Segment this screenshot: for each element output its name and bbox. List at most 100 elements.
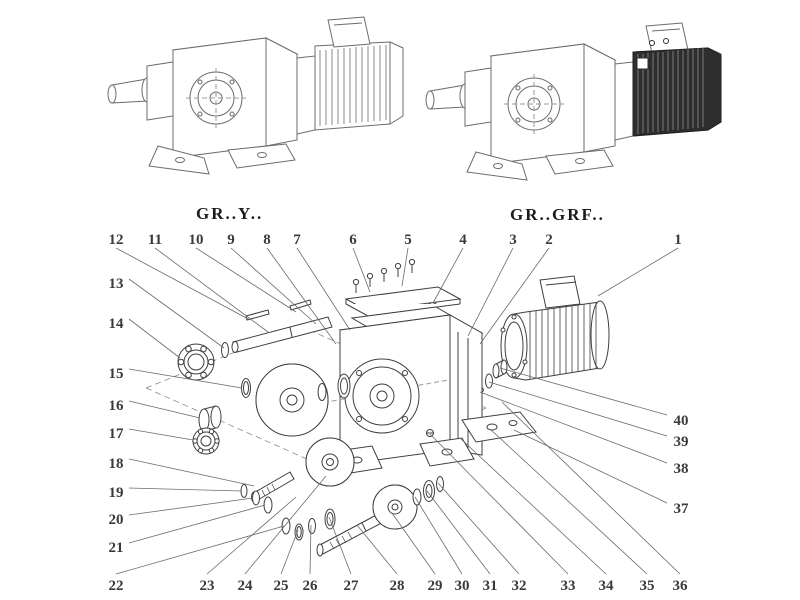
callout-14: 14 <box>109 316 125 332</box>
leader-line-15 <box>128 368 243 389</box>
leader-line-19 <box>128 487 242 492</box>
callout-16: 16 <box>109 398 125 414</box>
leader-line-20 <box>128 497 254 516</box>
callout-33: 33 <box>561 578 576 594</box>
leader-line-13 <box>128 278 225 349</box>
leader-line-11 <box>154 247 269 333</box>
washer-end <box>412 488 422 506</box>
callout-36: 36 <box>673 578 689 594</box>
callout-19: 19 <box>109 485 124 501</box>
callout-21: 21 <box>109 540 124 556</box>
callout-25: 25 <box>274 578 289 594</box>
motor-drawing <box>500 275 610 381</box>
leader-line-10 <box>195 247 297 313</box>
callout-37: 37 <box>674 501 690 517</box>
callout-6: 6 <box>349 232 357 248</box>
leader-line-39 <box>488 381 668 437</box>
gear-housing <box>315 314 537 476</box>
leader-line-9 <box>230 247 317 325</box>
leader-line-26 <box>309 524 312 575</box>
callout-24: 24 <box>238 578 254 594</box>
output-shaft <box>107 61 174 121</box>
callout-18: 18 <box>109 456 124 472</box>
callout-38: 38 <box>674 461 689 477</box>
callout-8: 8 <box>263 232 271 248</box>
spacer-sleeve <box>198 405 222 432</box>
callout-30: 30 <box>455 578 470 594</box>
leader-line-35 <box>489 428 648 575</box>
callout-39: 39 <box>674 434 689 450</box>
mounting-feet <box>148 143 296 175</box>
callout-12: 12 <box>109 232 124 248</box>
gear-small <box>305 437 355 487</box>
callout-10: 10 <box>189 232 204 248</box>
leader-line-24 <box>244 475 327 575</box>
callout-13: 13 <box>109 276 124 292</box>
leader-line-6 <box>352 247 371 293</box>
callout-40: 40 <box>674 413 689 429</box>
leader-line-14 <box>128 318 181 359</box>
intermediate-gear-cluster <box>240 437 355 541</box>
callout-29: 29 <box>428 578 443 594</box>
leader-line-18 <box>128 458 255 487</box>
callout-15: 15 <box>109 366 124 382</box>
leader-line-36 <box>501 401 681 575</box>
motor-section <box>296 16 404 135</box>
variant-label-gr-grf: GR..GRF.. <box>510 205 605 224</box>
callout-4: 4 <box>459 232 467 248</box>
bearing-end <box>423 480 435 502</box>
leader-line-33 <box>429 433 569 575</box>
callout-11: 11 <box>148 232 162 248</box>
leader-line-3 <box>467 247 514 337</box>
callout-22: 22 <box>109 578 124 594</box>
leader-line-30 <box>414 496 463 575</box>
callout-31: 31 <box>483 578 498 594</box>
leader-line-23 <box>206 496 297 575</box>
callout-23: 23 <box>200 578 215 594</box>
gearbox-housing <box>171 37 299 159</box>
leader-line-40 <box>499 367 668 416</box>
leader-line-38 <box>479 391 668 464</box>
callout-26: 26 <box>303 578 319 594</box>
leader-line-17 <box>128 428 194 441</box>
callout-2: 2 <box>545 232 553 248</box>
snap-ring-end <box>436 476 444 492</box>
callout-17: 17 <box>109 426 125 442</box>
exploded-view <box>145 258 610 557</box>
leader-line-5 <box>401 247 409 287</box>
output-shaft-part <box>231 316 333 353</box>
bearing-mid <box>337 373 351 399</box>
leader-line-7 <box>296 247 351 331</box>
washers <box>240 484 273 514</box>
retaining-rings <box>281 517 316 541</box>
callout-34: 34 <box>599 578 615 594</box>
leader-line-29 <box>391 512 436 575</box>
leader-line-22 <box>115 525 285 575</box>
leader-line-32 <box>437 482 520 575</box>
callout-28: 28 <box>390 578 405 594</box>
leader-line-21 <box>128 504 266 544</box>
callout-35: 35 <box>640 578 655 594</box>
callout-20: 20 <box>109 512 124 528</box>
leader-line-2 <box>479 247 550 345</box>
leader-line-16 <box>128 400 201 419</box>
leader-line-28 <box>356 524 398 575</box>
leader-line-25 <box>280 529 299 575</box>
leader-line-34 <box>460 438 607 575</box>
callout-3: 3 <box>509 232 517 248</box>
callout-1: 1 <box>674 232 682 248</box>
shaft-washer <box>221 342 229 358</box>
drain-plug <box>426 429 434 437</box>
helical-gear-large <box>255 363 329 437</box>
leader-line-27 <box>328 516 352 575</box>
leader-line-1 <box>597 247 679 297</box>
ball-bearing-large <box>177 343 215 381</box>
leader-line-37 <box>513 429 668 504</box>
gear-medium <box>372 484 418 530</box>
callout-7: 7 <box>293 232 301 248</box>
cover-bolts <box>352 258 416 293</box>
leader-line-4 <box>432 247 464 304</box>
